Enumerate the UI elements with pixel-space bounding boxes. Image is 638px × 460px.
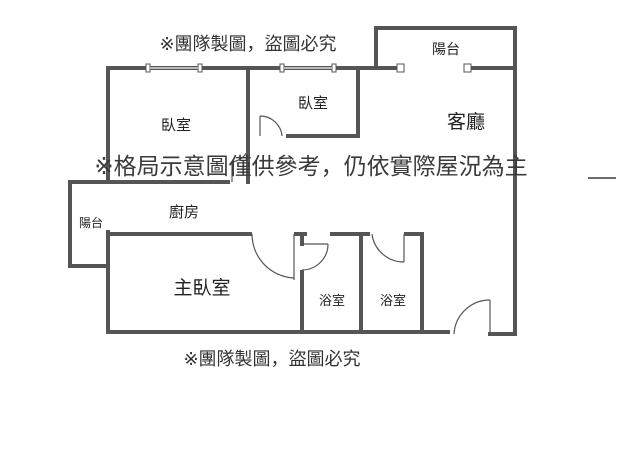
- window-post: [145, 63, 151, 73]
- room-bathroom-left: 浴室: [319, 293, 345, 309]
- window-post: [331, 63, 337, 73]
- door-swing: [453, 299, 491, 335]
- door-swing: [251, 233, 295, 279]
- room-master-bedroom: 主臥室: [173, 277, 230, 299]
- door-swing: [301, 243, 329, 271]
- room-bathroom-right: 浴室: [380, 293, 406, 309]
- room-kitchen: 廚房: [169, 203, 199, 221]
- layout-notice: ※格局示意圖僅供參考，仍依實際屋況為主: [94, 154, 527, 180]
- door-swing: [231, 149, 249, 163]
- room-bedroom-middle: 臥室: [298, 94, 328, 112]
- room-bedroom-left: 臥室: [161, 116, 191, 134]
- room-living-room: 客廳: [447, 111, 485, 133]
- balcony-door-post: [396, 63, 405, 73]
- windows: [145, 63, 472, 73]
- watermark-bottom: ※團隊製圖，盜圖必究: [183, 349, 360, 370]
- room-balcony-top: 陽台: [432, 42, 460, 58]
- window-post: [279, 63, 285, 73]
- door-swing: [371, 233, 405, 263]
- window-post: [197, 63, 203, 73]
- doors: [231, 115, 491, 335]
- room-balcony-left: 陽台: [79, 215, 103, 230]
- walls: [68, 26, 517, 336]
- balcony-door-post: [463, 63, 472, 73]
- watermark-top: ※團隊製圖，盜圖必究: [159, 34, 336, 55]
- door-swing: [259, 115, 283, 137]
